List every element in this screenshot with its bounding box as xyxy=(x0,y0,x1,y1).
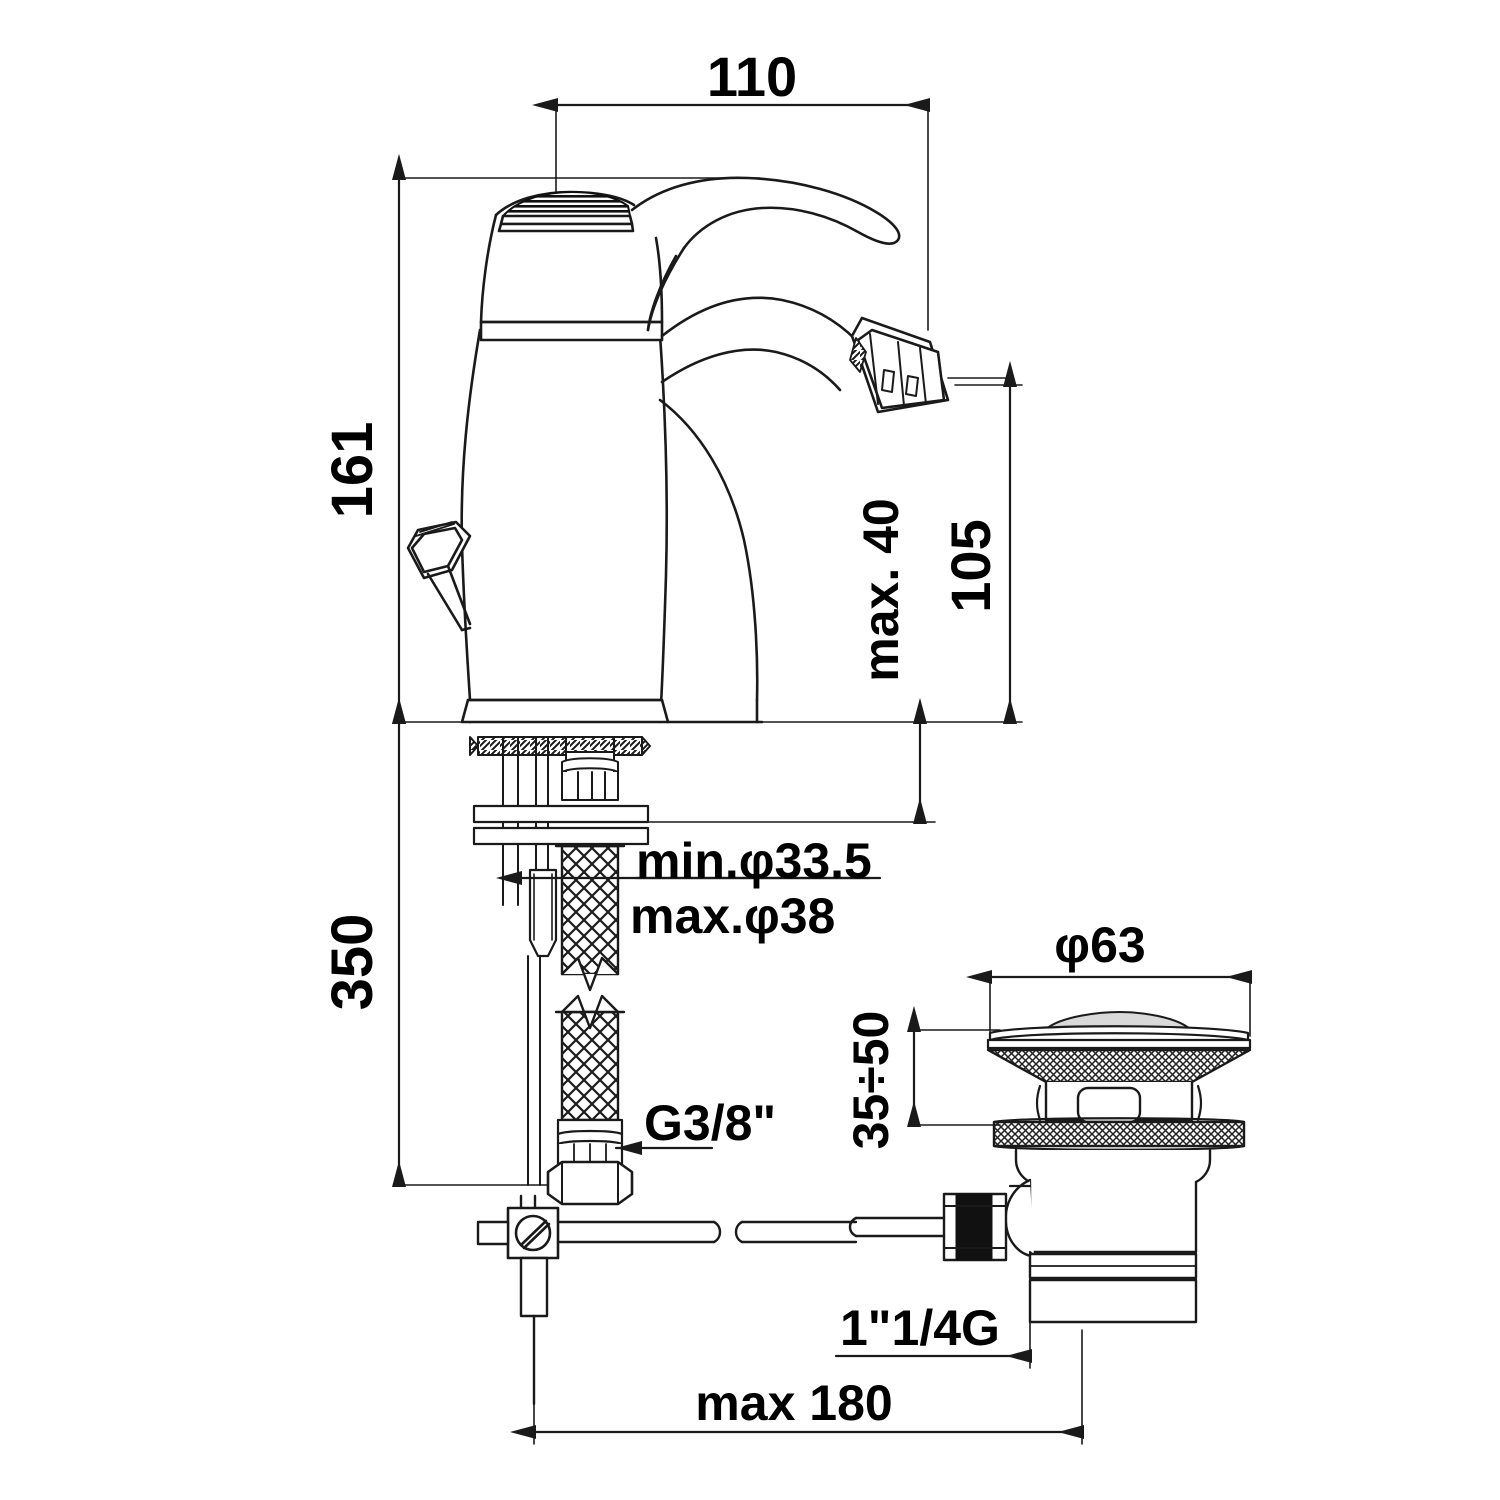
dim-max-40-label: max. 40 xyxy=(853,498,909,681)
flex-hose-left xyxy=(554,844,626,992)
dimension-110 xyxy=(531,97,931,331)
dimension-35-50 xyxy=(906,1005,1001,1128)
dim-max-180-label: max 180 xyxy=(695,1375,892,1431)
mounting-hardware xyxy=(469,736,651,1186)
faucet-body xyxy=(460,190,670,724)
dimension-dia-63 xyxy=(965,969,1253,1037)
lever-handle xyxy=(630,176,901,332)
dimension-1-1-4-G xyxy=(834,1289,1033,1369)
dim-g38-label: G3/8" xyxy=(644,1095,776,1151)
dim-dia-63-label: φ63 xyxy=(1054,917,1145,973)
dim-max-dia-label: max.φ38 xyxy=(630,888,835,944)
lift-rod xyxy=(476,1194,858,1406)
flex-hose-right xyxy=(554,994,626,1170)
hose-nut xyxy=(546,1160,634,1206)
dim-105-label: 105 xyxy=(939,519,1002,612)
dim-110-label: 110 xyxy=(707,45,797,108)
dimension-161 xyxy=(391,153,761,725)
dim-350-label: 350 xyxy=(320,914,385,1011)
dim-min-dia-label: min.φ33.5 xyxy=(636,833,872,889)
dimension-max-40 xyxy=(639,697,936,825)
aerator xyxy=(849,316,1011,414)
dimension-max-180 xyxy=(509,1329,1085,1445)
spout-arm xyxy=(658,296,864,724)
dimension-350 xyxy=(391,697,561,1188)
waste-body xyxy=(848,1148,1212,1324)
cap-dome xyxy=(497,191,635,233)
waste-cap xyxy=(986,1011,1252,1151)
pop-up-knob xyxy=(406,520,472,632)
dim-1-1-4-G-label: 1"1/4G xyxy=(840,1300,1000,1356)
dim-35-50-label: 35÷50 xyxy=(843,1011,899,1150)
dim-161-label: 161 xyxy=(320,422,385,519)
